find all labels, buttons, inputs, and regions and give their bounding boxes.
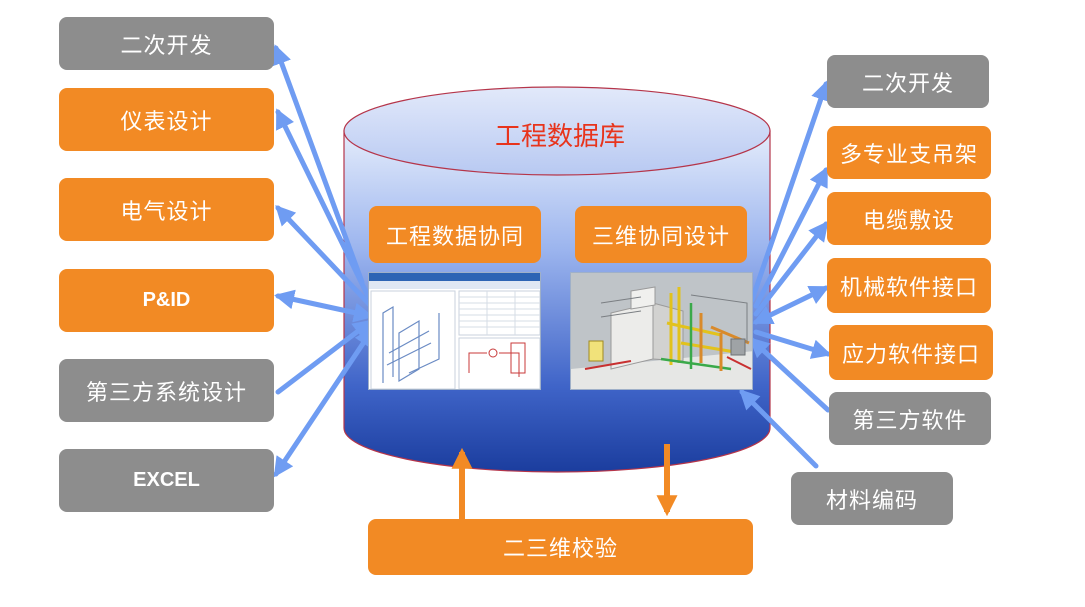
arrow-left-1	[272, 44, 365, 285]
left-box-third-party-system: 第三方系统设计	[59, 359, 274, 422]
right-box-cable-routing: 电缆敷设	[827, 192, 991, 245]
arrow-right-7	[739, 389, 819, 469]
collab-data-box: 工程数据协同	[369, 206, 541, 263]
database-title: 工程数据库	[494, 122, 625, 152]
arrow-right-4	[752, 285, 830, 325]
left-box-pid: P&ID	[59, 269, 274, 332]
left-box-excel: EXCEL	[59, 449, 274, 512]
right-box-support-hangers: 多专业支吊架	[827, 126, 991, 179]
bottom-arrows	[451, 444, 678, 519]
screenshot-graphics	[369, 273, 540, 389]
bottom-box-2d3d-verification: 二三维校验	[368, 519, 753, 575]
left-box-instrument-design: 仪表设计	[59, 88, 274, 151]
arrow-left-6	[273, 326, 375, 478]
software-screenshot-image	[368, 272, 541, 390]
right-box-mechanical-interface: 机械软件接口	[827, 258, 991, 313]
right-box-secondary-dev: 二次开发	[827, 55, 989, 108]
plant-graphics	[571, 273, 752, 389]
collab-3d-box: 三维协同设计	[575, 206, 747, 263]
arrow-right-1	[749, 80, 831, 303]
arrow-right-5	[753, 329, 832, 359]
right-box-material-coding: 材料编码	[791, 472, 953, 525]
arrow-right-2	[753, 166, 829, 309]
right-box-stress-interface: 应力软件接口	[829, 325, 993, 380]
arrow-left-2	[275, 108, 371, 299]
arrow-left-4	[274, 289, 374, 323]
arrow-right-6	[749, 337, 831, 413]
arrow-left-3	[275, 205, 373, 308]
left-box-secondary-dev: 二次开发	[59, 17, 274, 70]
plant-3d-image	[570, 272, 753, 390]
right-arrows	[739, 80, 832, 469]
left-arrows	[272, 44, 375, 478]
left-box-electrical-design: 电气设计	[59, 178, 274, 241]
right-box-third-party-software: 第三方软件	[829, 392, 991, 445]
